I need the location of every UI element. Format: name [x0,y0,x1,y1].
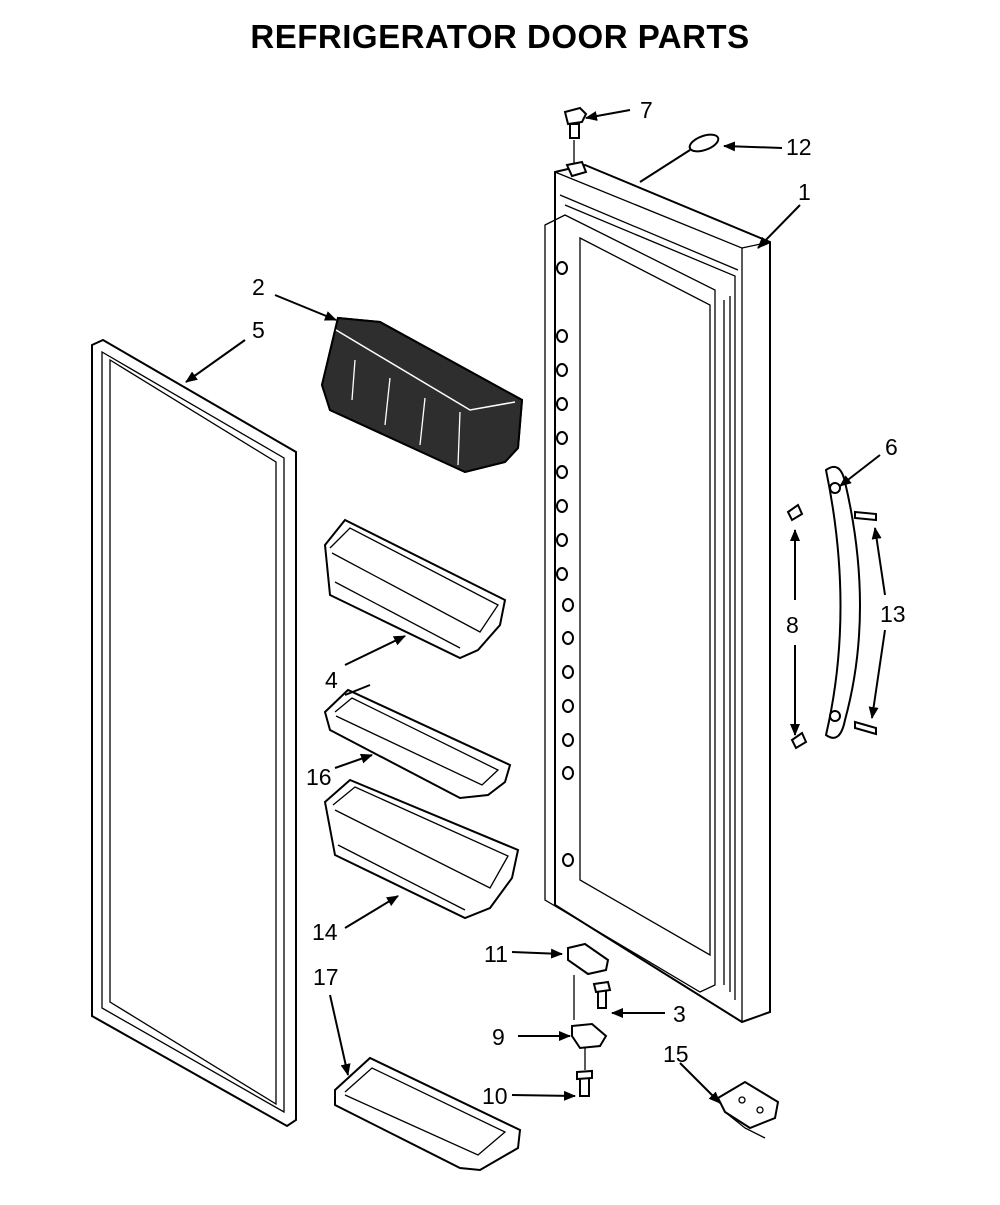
door-bin-bottom [334,1056,522,1172]
callout-10: 10 [482,1083,508,1109]
washer [688,133,720,153]
bottom-hinge-assembly [567,942,612,1097]
callout-12: 12 [786,134,812,160]
callout-13: 13 [880,601,906,627]
callout-8: 8 [786,612,799,638]
callout-labels: 1 2 3 4 5 6 7 8 9 10 11 12 13 14 15 16 1… [252,97,906,1109]
callout-6: 6 [885,434,898,460]
callout-16: 16 [306,764,332,790]
callout-4: 4 [325,667,338,693]
door-gasket [91,338,297,1128]
dairy-door [320,316,524,474]
callout-5: 5 [252,317,265,343]
callout-1: 1 [798,179,811,205]
top-hinge-screw [563,106,588,178]
callout-17: 17 [313,964,339,990]
callout-15: 15 [663,1041,689,1067]
callout-14: 14 [312,919,338,945]
callout-3: 3 [673,1001,686,1027]
refrigerator-door [544,163,771,1024]
callout-9: 9 [492,1024,505,1050]
door-handle [824,466,861,739]
door-bin-lower [323,778,520,920]
callout-7: 7 [640,97,653,123]
callout-2: 2 [252,274,265,300]
door-closing-bracket [716,1080,780,1139]
leader-lines [185,109,886,1104]
door-bin-middle [323,688,512,800]
diagram-title: REFRIGERATOR DOOR PARTS [250,18,750,55]
door-bin-upper [323,518,507,660]
callout-11: 11 [484,941,508,967]
door-shelf-pegs [556,261,574,867]
